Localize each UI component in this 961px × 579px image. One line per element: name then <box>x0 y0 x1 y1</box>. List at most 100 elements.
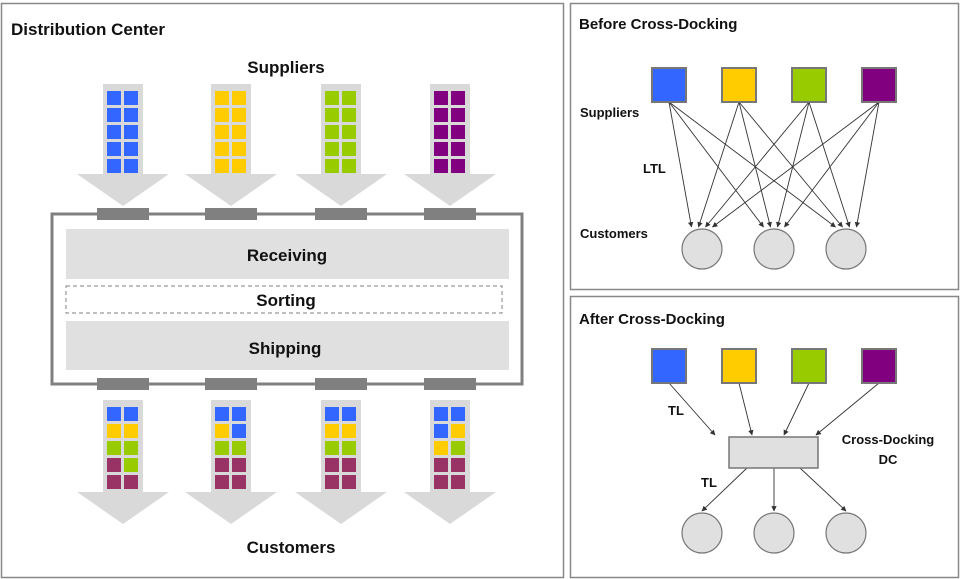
before-suppliers-label: Suppliers <box>580 105 639 120</box>
outbound-cell <box>215 458 229 472</box>
inbound-cell <box>107 142 121 156</box>
outbound-cell <box>232 458 246 472</box>
sorting-label: Sorting <box>256 291 316 310</box>
inbound-cell <box>124 142 138 156</box>
after-supplier-yellow <box>721 348 757 384</box>
dc-suppliers-label: Suppliers <box>247 58 324 77</box>
after-customer <box>825 512 867 554</box>
outbound-cell <box>451 441 465 455</box>
outbound-cell <box>107 475 121 489</box>
before-nodes-group <box>651 67 897 270</box>
before-supplier-green <box>791 67 827 103</box>
ltl-link <box>808 101 851 228</box>
inbound-cell <box>215 125 229 139</box>
outbound-cell <box>342 475 356 489</box>
cross-docking-dc-label-line2: DC <box>879 452 898 467</box>
inbound-cell <box>434 159 448 173</box>
shipping-band <box>66 321 509 370</box>
outbound-arrow-2 <box>185 400 277 524</box>
outbound-arrow-4 <box>404 400 496 524</box>
inbound-cell <box>434 125 448 139</box>
ltl-link <box>712 101 880 228</box>
inbound-cell <box>232 125 246 139</box>
after-tl-in-label: TL <box>668 403 684 418</box>
outbound-cell <box>124 441 138 455</box>
outbound-cell <box>232 475 246 489</box>
inbound-flow-group <box>77 84 496 206</box>
inbound-cell <box>451 159 465 173</box>
after-tl-links <box>668 382 880 512</box>
shipping-label: Shipping <box>249 339 322 358</box>
outbound-cell <box>232 441 246 455</box>
inbound-cell <box>325 142 339 156</box>
after-supplier-green <box>791 348 827 384</box>
outbound-cell <box>124 475 138 489</box>
inbound-cell <box>232 108 246 122</box>
after-cross-docking-title: After Cross-Docking <box>579 311 725 328</box>
before-cross-docking-title: Before Cross-Docking <box>579 16 737 33</box>
dock-door-bottom-3 <box>315 378 367 390</box>
ltl-link <box>776 101 810 228</box>
before-supplier-yellow <box>721 67 757 103</box>
inbound-cell <box>107 125 121 139</box>
outbound-arrow-3 <box>295 400 387 524</box>
inbound-arrow-1 <box>77 84 169 206</box>
inbound-arrow-3 <box>295 84 387 206</box>
outbound-cell <box>124 458 138 472</box>
before-supplier-blue <box>651 67 687 103</box>
ltl-link <box>705 101 810 228</box>
ltl-link <box>738 101 772 228</box>
outbound-cell <box>215 407 229 421</box>
before-customer <box>825 228 867 270</box>
tl-inbound-link <box>815 382 880 436</box>
inbound-arrow-4 <box>404 84 496 206</box>
outbound-cell <box>325 407 339 421</box>
outbound-cell <box>107 458 121 472</box>
after-nodes-group <box>651 348 897 554</box>
outbound-cell <box>434 407 448 421</box>
inbound-cell <box>232 159 246 173</box>
ltl-link <box>668 101 694 228</box>
inbound-cell <box>325 91 339 105</box>
inbound-cell <box>107 108 121 122</box>
outbound-cell <box>232 424 246 438</box>
after-customer <box>681 512 723 554</box>
ltl-link <box>784 101 880 228</box>
dock-doors-group <box>97 208 476 390</box>
outbound-cell <box>342 441 356 455</box>
cross-docking-dc-box <box>728 436 819 469</box>
inbound-cell <box>325 125 339 139</box>
inbound-cell <box>215 91 229 105</box>
outbound-cell <box>107 441 121 455</box>
outbound-cell <box>451 475 465 489</box>
after-customer <box>753 512 795 554</box>
outbound-flow-group <box>77 400 496 524</box>
before-ltl-links <box>668 101 880 228</box>
outbound-cell <box>434 441 448 455</box>
inbound-cell <box>232 91 246 105</box>
tl-inbound-link <box>783 382 810 436</box>
after-tl-out-label: TL <box>701 475 717 490</box>
before-customers-label: Customers <box>580 226 648 241</box>
dock-door-top-1 <box>97 208 149 220</box>
outbound-cell <box>107 424 121 438</box>
after-supplier-purple <box>861 348 897 384</box>
dock-door-top-2 <box>205 208 257 220</box>
inbound-cell <box>325 159 339 173</box>
dock-door-top-3 <box>315 208 367 220</box>
inbound-cell <box>124 159 138 173</box>
ltl-link <box>668 101 764 228</box>
inbound-cell <box>342 142 356 156</box>
outbound-cell <box>232 407 246 421</box>
outbound-cell <box>451 458 465 472</box>
outbound-cell <box>325 475 339 489</box>
outbound-cell <box>434 424 448 438</box>
dock-door-bottom-2 <box>205 378 257 390</box>
cross-docking-dc-label: Cross-Docking <box>842 432 935 447</box>
inbound-cell <box>124 125 138 139</box>
inbound-cell <box>451 108 465 122</box>
after-supplier-blue <box>651 348 687 384</box>
inbound-arrow-2 <box>185 84 277 206</box>
outbound-cell <box>451 424 465 438</box>
